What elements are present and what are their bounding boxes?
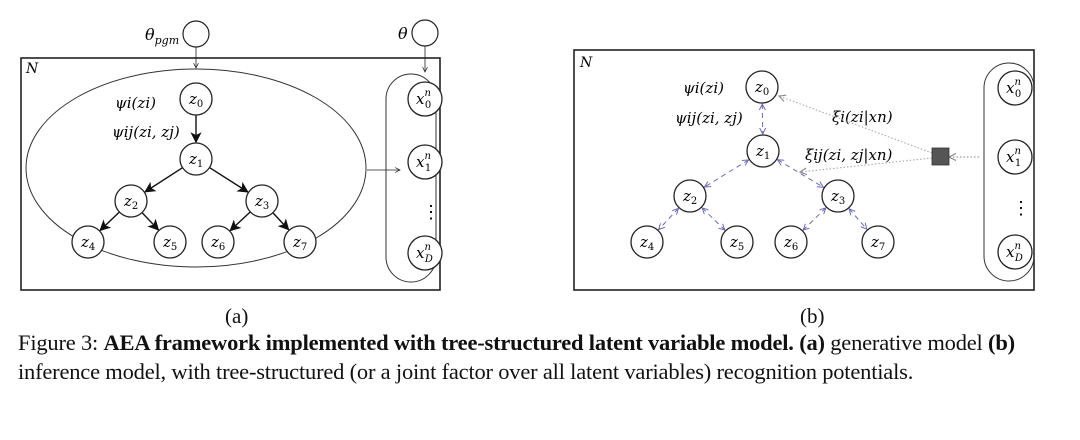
theta-node [411, 19, 439, 47]
recog-unary-label: ξi(zi|xn) [832, 108, 893, 126]
latent-node-z0 [745, 70, 779, 104]
latent-node-z5 [720, 225, 754, 259]
tree-edge [849, 209, 867, 229]
latent-node-z4 [71, 225, 105, 259]
potential-pair-label: ψij(zi, zj) [675, 109, 743, 127]
observed-node-x0n [997, 70, 1033, 106]
observed-node-x1n [407, 144, 443, 180]
observed-node-xDn [407, 235, 443, 271]
tree-edge [659, 208, 679, 229]
latent-node-z7 [861, 225, 895, 259]
caption-text-2: inference model, with tree-structured (o… [18, 359, 914, 384]
latent-node-z4 [630, 225, 664, 259]
latent-node-z6 [774, 225, 808, 259]
tree-edge [704, 160, 748, 187]
recognition-factor [931, 147, 950, 166]
plate-box [20, 57, 441, 291]
observed-node-x0n [407, 81, 443, 117]
tree-edge [803, 208, 826, 230]
latent-node-z3 [245, 184, 279, 218]
latent-node-z5 [153, 225, 187, 259]
plate-label: N [579, 55, 593, 71]
latent-node-z7 [283, 225, 317, 259]
latent-node-z0 [179, 82, 213, 116]
theta-pgm-label: θpgm [145, 25, 179, 47]
tree-edge [702, 208, 725, 230]
potential-unary-label: ψi(zi) [115, 94, 156, 112]
observed-node-x1n [997, 139, 1033, 175]
latent-node-z1 [746, 134, 780, 168]
latent-node-z1 [179, 142, 213, 176]
caption-title: AEA framework implemented with tree-stru… [103, 330, 794, 355]
observed-node-xDn [997, 234, 1033, 270]
potential-unary-label: ψi(zi) [683, 79, 724, 97]
factor-to-z0-edge [779, 96, 933, 154]
tree-edge [99, 211, 120, 232]
latent-node-z2 [114, 184, 148, 218]
caption-b-tag: (b) [988, 330, 1015, 355]
plate-label: N [25, 61, 39, 77]
latent-node-z6 [201, 225, 235, 259]
observed-group [385, 73, 437, 283]
caption-text-1: generative model [824, 330, 989, 355]
panel-b-label: (b) [800, 304, 825, 328]
theta-pgm-node [182, 20, 210, 48]
tree-edge [229, 211, 251, 232]
observed-group [983, 62, 1035, 282]
latent-node-z3 [821, 179, 855, 213]
panel-a-label: (a) [225, 304, 249, 328]
panel-b: N ψi(zi) ψij(zi, zj) ξi(zi|xn) ξij(zi, z… [573, 49, 1035, 291]
tree-edge [209, 166, 249, 193]
latent-ellipse [25, 68, 367, 268]
ellipsis: ⋮ [422, 202, 440, 222]
potential-pair-label: ψij(zi, zj) [112, 123, 180, 141]
figure-caption: Figure 3: AEA framework implemented with… [18, 328, 1068, 386]
theta-label: θ [398, 24, 408, 43]
latent-node-z2 [673, 179, 707, 213]
caption-a-tag: (a) [799, 330, 825, 355]
tree-edge [144, 167, 183, 193]
ellipsis: ⋮ [1012, 198, 1030, 218]
factor-to-edge-edge [800, 157, 933, 172]
tree-edge [141, 212, 160, 231]
caption-prefix: Figure 3: [18, 330, 104, 355]
recog-pair-label: ξij(zi, zj|xn) [805, 146, 893, 164]
tree-edge [272, 212, 290, 231]
